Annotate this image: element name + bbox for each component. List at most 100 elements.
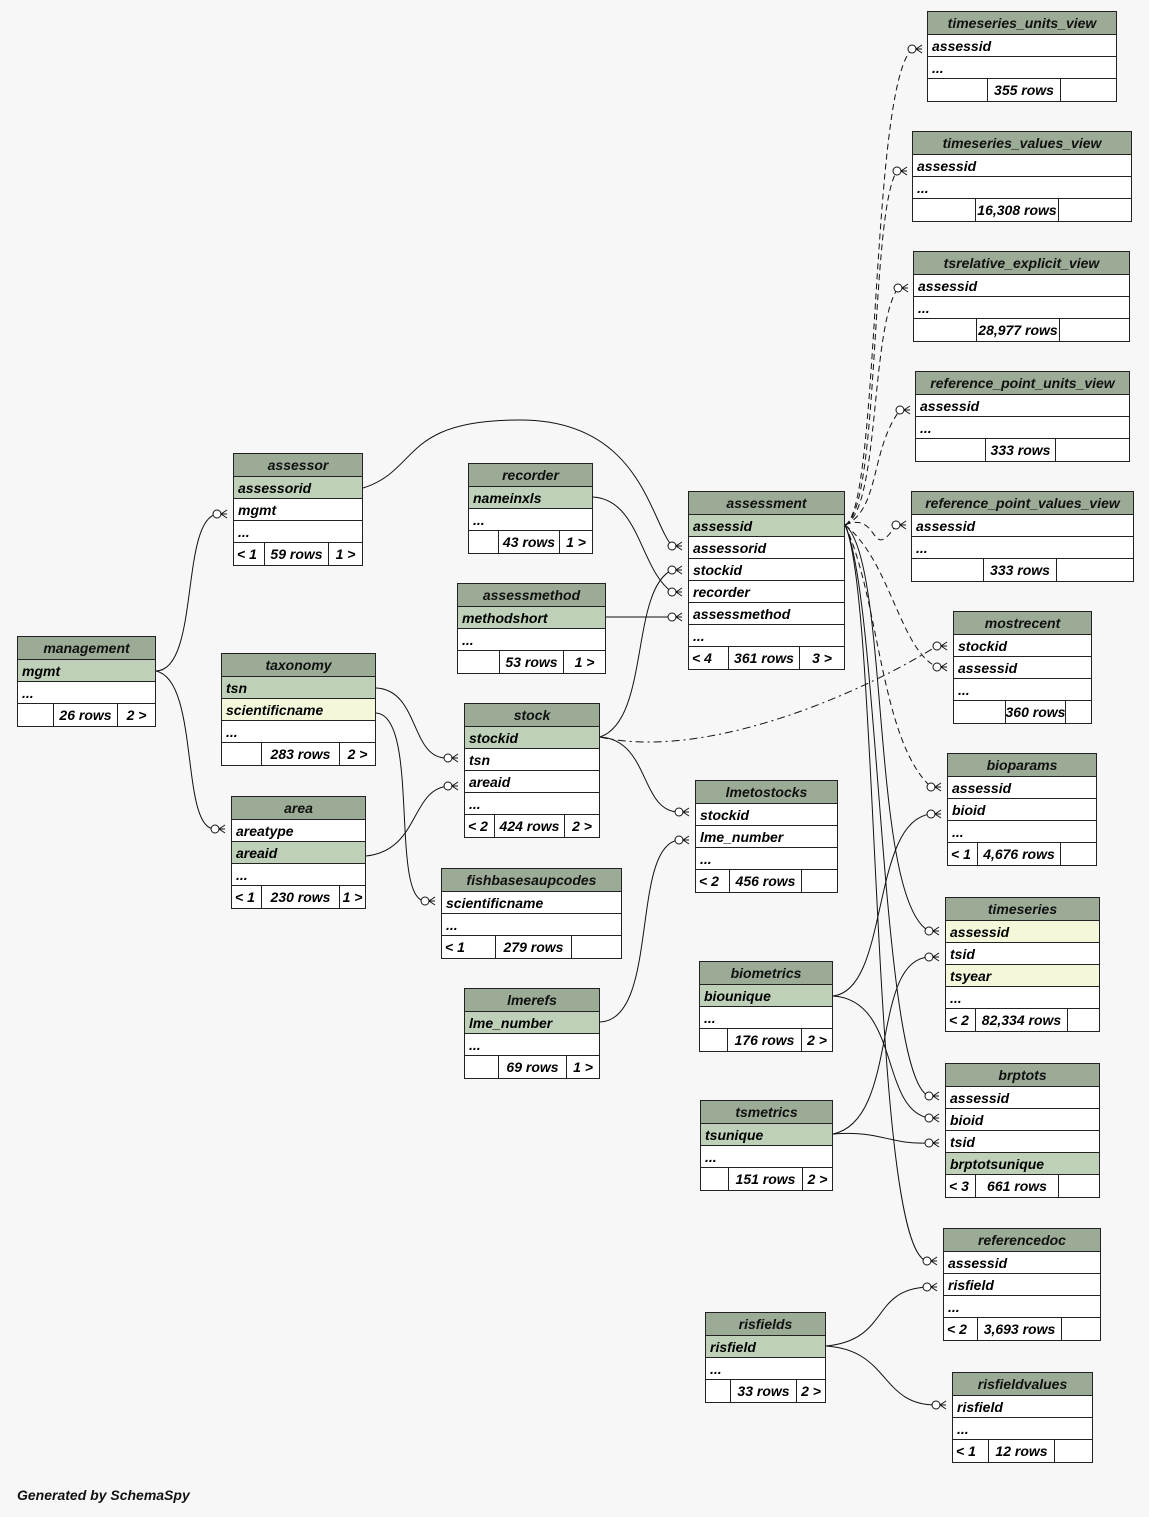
column-assessid[interactable]: assessid (913, 155, 1131, 177)
parent-count-link[interactable] (912, 559, 984, 581)
column-bioid[interactable]: bioid (946, 1109, 1099, 1131)
child-count-link[interactable] (572, 936, 621, 958)
table-title[interactable]: lmetostocks (696, 781, 837, 804)
parent-count-link[interactable] (701, 1168, 729, 1190)
table-title[interactable]: stock (465, 704, 599, 727)
column-ellipsis[interactable]: ... (700, 1007, 832, 1029)
column-stockid[interactable]: stockid (954, 635, 1091, 657)
table-title[interactable]: risfieldvalues (953, 1373, 1092, 1396)
column-brptotsunique[interactable]: brptotsunique (946, 1153, 1099, 1175)
table-title[interactable]: reference_point_units_view (916, 372, 1129, 395)
column-ellipsis[interactable]: ... (222, 721, 375, 743)
column-ellipsis[interactable]: ... (944, 1296, 1100, 1318)
column-assessid[interactable]: assessid (914, 275, 1129, 297)
column-ellipsis[interactable]: ... (914, 297, 1129, 319)
parent-count-link[interactable] (706, 1380, 731, 1402)
column-assessid[interactable]: assessid (946, 1087, 1099, 1109)
column-mgmt[interactable]: mgmt (234, 499, 362, 521)
column-assessid[interactable]: assessid (948, 777, 1096, 799)
column-ellipsis[interactable]: ... (465, 1034, 599, 1056)
column-ellipsis[interactable]: ... (696, 848, 837, 870)
parent-count-link[interactable]: < 2 (946, 1009, 976, 1031)
column-ellipsis[interactable]: ... (689, 625, 844, 647)
column-assessid[interactable]: assessid (946, 921, 1099, 943)
child-count-link[interactable]: 1 > (566, 534, 586, 550)
column-bioid[interactable]: bioid (948, 799, 1096, 821)
column-areaid[interactable]: areaid (232, 842, 365, 864)
parent-count-link[interactable] (916, 439, 986, 461)
child-count-link[interactable] (1062, 1318, 1100, 1340)
child-count-link[interactable] (802, 870, 837, 892)
parent-count-link[interactable] (465, 1056, 499, 1078)
parent-count-link[interactable] (914, 319, 977, 341)
column-ellipsis[interactable]: ... (912, 537, 1133, 559)
column-ellipsis[interactable]: ... (928, 57, 1116, 79)
child-count-link[interactable]: 1 > (342, 889, 363, 905)
column-biounique[interactable]: biounique (700, 985, 832, 1007)
child-count-link[interactable]: 2 > (347, 746, 368, 762)
table-title[interactable]: assessment (689, 492, 844, 515)
column-methodshort[interactable]: methodshort (458, 607, 605, 629)
column-assessid[interactable]: assessid (954, 657, 1091, 679)
column-tsn[interactable]: tsn (465, 749, 599, 771)
child-count-link[interactable] (1057, 559, 1133, 581)
column-ellipsis[interactable]: ... (954, 679, 1091, 701)
parent-count-link[interactable]: < 1 (953, 1440, 989, 1462)
child-count-link[interactable] (1066, 701, 1091, 723)
table-title[interactable]: biometrics (700, 962, 832, 985)
column-ellipsis[interactable]: ... (465, 793, 599, 815)
column-ellipsis[interactable]: ... (232, 864, 365, 886)
child-count-link[interactable] (1055, 1440, 1092, 1462)
parent-count-link[interactable]: < 2 (696, 870, 730, 892)
child-count-link[interactable] (1059, 199, 1131, 221)
table-title[interactable]: area (232, 797, 365, 820)
column-ellipsis[interactable]: ... (458, 629, 605, 651)
table-title[interactable]: management (18, 637, 155, 660)
column-assessid[interactable]: assessid (928, 35, 1116, 57)
child-count-link[interactable] (1060, 319, 1129, 341)
column-assessid[interactable]: assessid (944, 1252, 1100, 1274)
table-title[interactable]: assessor (234, 454, 362, 477)
column-recorder[interactable]: recorder (689, 581, 844, 603)
column-lme_number[interactable]: lme_number (465, 1012, 599, 1034)
child-count-link[interactable]: 2 > (126, 707, 147, 723)
parent-count-link[interactable]: < 1 (442, 936, 496, 958)
parent-count-link[interactable]: < 3 (946, 1175, 976, 1197)
table-title[interactable]: mostrecent (954, 612, 1091, 635)
column-tsn[interactable]: tsn (222, 677, 375, 699)
column-risfield[interactable]: risfield (706, 1336, 825, 1358)
parent-count-link[interactable] (18, 704, 54, 726)
table-title[interactable]: timeseries_units_view (928, 12, 1116, 35)
column-lme_number[interactable]: lme_number (696, 826, 837, 848)
column-ellipsis[interactable]: ... (18, 682, 155, 704)
table-title[interactable]: risfields (706, 1313, 825, 1336)
column-risfield[interactable]: risfield (944, 1274, 1100, 1296)
child-count-link[interactable]: 2 > (572, 818, 592, 834)
column-assessorid[interactable]: assessorid (234, 477, 362, 499)
child-count-link[interactable] (1056, 439, 1129, 461)
parent-count-link[interactable]: < 2 (465, 815, 495, 837)
parent-count-link[interactable] (222, 743, 262, 765)
table-title[interactable]: brptots (946, 1064, 1099, 1087)
table-title[interactable]: timeseries_values_view (913, 132, 1131, 155)
child-count-link[interactable]: 2 > (807, 1032, 827, 1048)
parent-count-link[interactable] (700, 1029, 728, 1051)
column-tsunique[interactable]: tsunique (701, 1124, 832, 1146)
